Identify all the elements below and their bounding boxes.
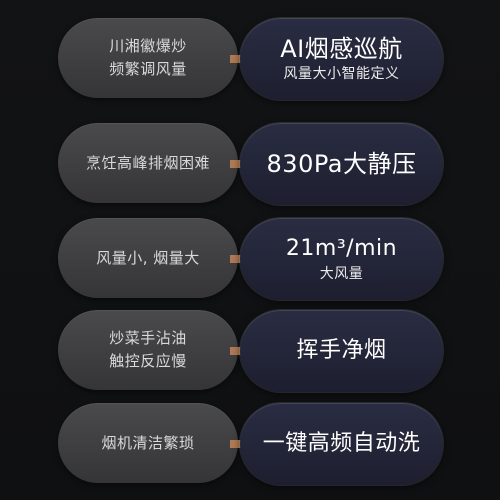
problem-text-line1: 烟机清洁繁琐 <box>101 433 195 452</box>
solution-pill: AI烟感巡航 风量大小智能定义 <box>240 18 443 100</box>
feature-row-airflow: 风量小, 烟量大 21m³/min 大风量 <box>0 218 500 300</box>
feature-row-static-pressure: 烹饪高峰排烟困难 830Pa大静压 <box>0 123 500 205</box>
solution-title: 830Pa大静压 <box>266 150 417 178</box>
problem-pill: 川湘徽爆炒 频繁调风量 <box>58 18 238 98</box>
feature-row-gesture-control: 炒菜手沾油 触控反应慢 挥手净烟 <box>0 310 500 392</box>
solution-title: 21m³/min <box>285 236 398 261</box>
problem-pill: 炒菜手沾油 触控反应慢 <box>58 310 238 390</box>
solution-title: 挥手净烟 <box>296 338 387 363</box>
problem-pill: 风量小, 烟量大 <box>58 218 238 298</box>
solution-pill: 一键高频自动洗 <box>240 403 443 485</box>
problem-text-line2: 频繁调风量 <box>109 60 187 78</box>
problem-pill: 烹饪高峰排烟困难 <box>58 123 238 203</box>
solution-pill: 830Pa大静压 <box>240 123 443 205</box>
feature-row-ai-cruise: 川湘徽爆炒 频繁调风量 AI烟感巡航 风量大小智能定义 <box>0 18 500 100</box>
solution-subtitle: 大风量 <box>319 266 364 282</box>
problem-text-line2: 触控反应慢 <box>109 352 187 370</box>
solution-pill: 21m³/min 大风量 <box>240 218 443 300</box>
solution-title: AI烟感巡航 <box>280 35 403 63</box>
feature-row-auto-clean: 烟机清洁繁琐 一键高频自动洗 <box>0 403 500 485</box>
problem-text-line1: 烹饪高峰排烟困难 <box>85 153 210 172</box>
solution-title: 一键高频自动洗 <box>262 431 421 456</box>
solution-pill: 挥手净烟 <box>240 310 443 392</box>
problem-pill: 烟机清洁繁琐 <box>58 403 238 483</box>
problem-text-line1: 风量小, 烟量大 <box>96 248 200 267</box>
problem-text-line1: 川湘徽爆炒 <box>109 37 187 55</box>
problem-text-line1: 炒菜手沾油 <box>109 329 187 347</box>
solution-subtitle: 风量大小智能定义 <box>283 66 400 82</box>
